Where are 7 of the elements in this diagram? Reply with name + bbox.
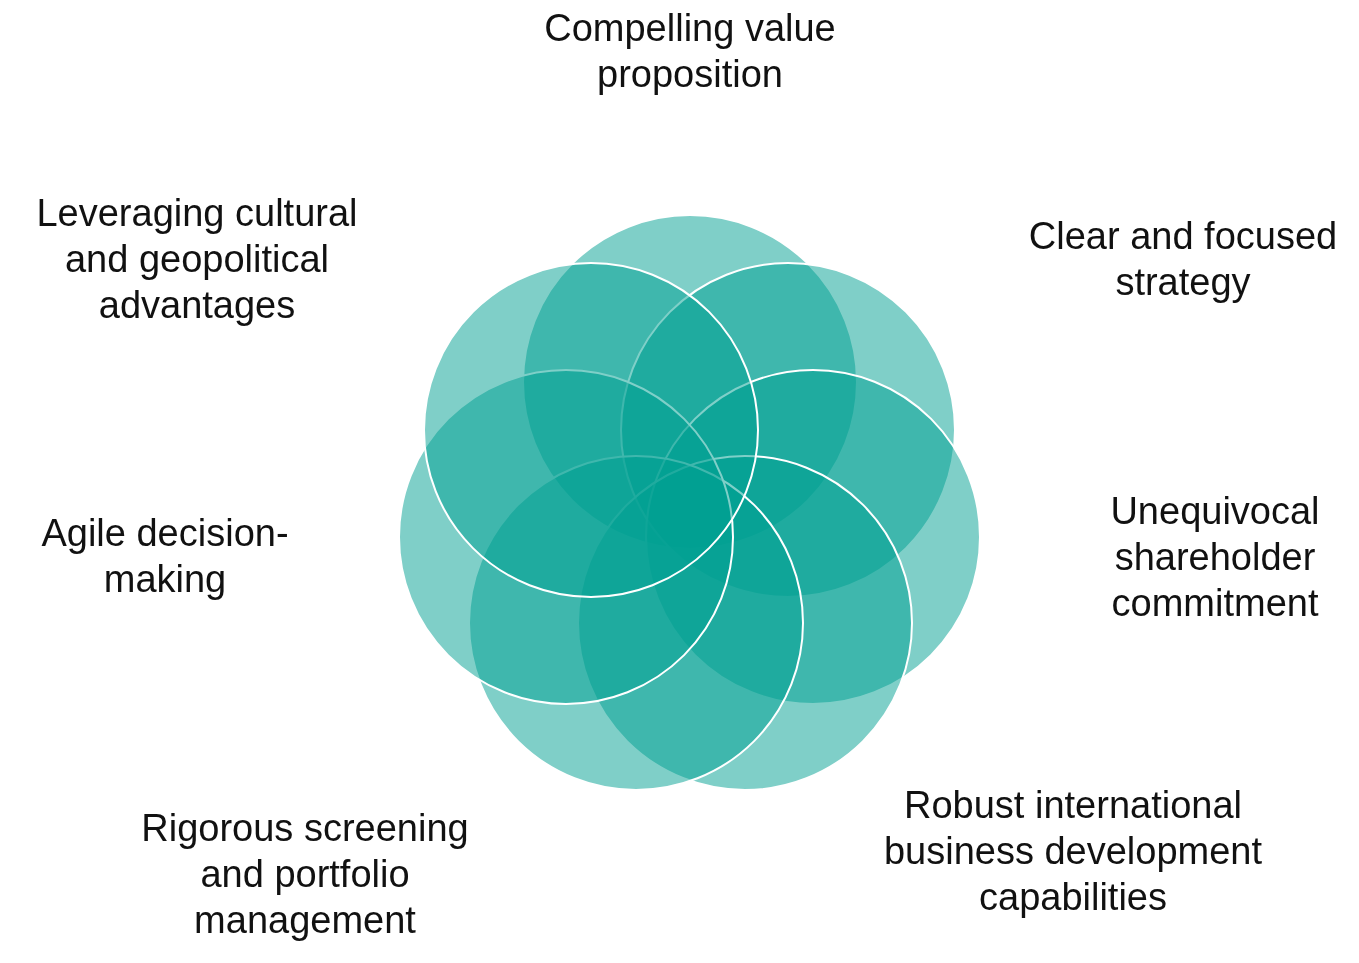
circle-caption: Agile decision-making (40, 511, 290, 602)
circle-caption: Rigorous screening and portfolio management (140, 806, 470, 943)
circle-caption: Unequivocal shareholder commitment (1109, 489, 1321, 626)
circle-caption: Compelling value proposition (543, 6, 837, 97)
circle-caption: Robust international business development capabilities (882, 783, 1264, 920)
circle-caption: Clear and focused strategy (1027, 214, 1339, 305)
circle-caption: Leveraging cultural and geopolitical advantages (35, 191, 359, 328)
